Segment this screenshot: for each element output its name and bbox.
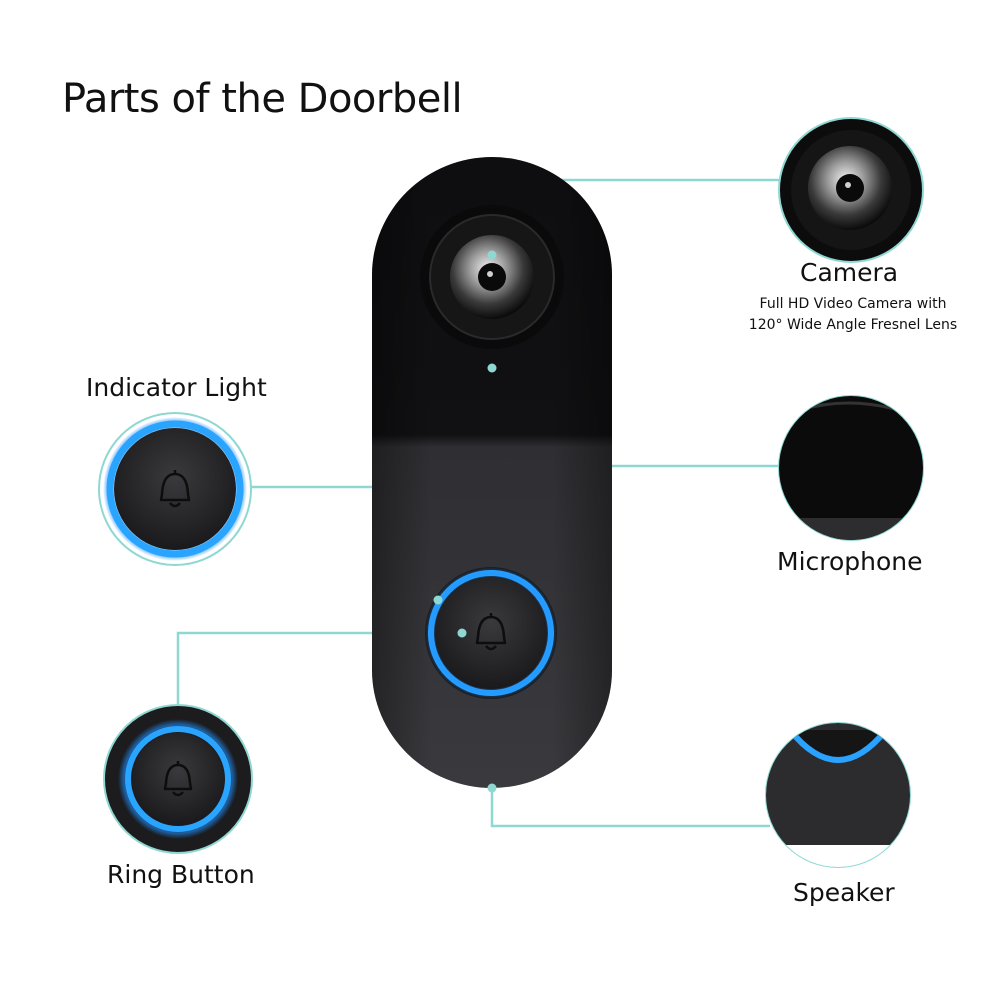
bell-icon (163, 761, 193, 797)
camera-label: Camera (800, 258, 899, 287)
camera-description-line-1: Full HD Video Camera with (759, 296, 947, 312)
ring-button-graphic (425, 567, 557, 699)
camera-lens-icon (420, 205, 564, 349)
camera-description-line-2: 120° Wide Angle Fresnel Lens (748, 317, 958, 333)
bell-icon (475, 613, 507, 651)
indicator-light-closeup (98, 412, 252, 566)
microphone-closeup-icon (778, 395, 924, 541)
indicator-light-label: Indicator Light (86, 373, 267, 402)
ring-button-closeup (103, 704, 253, 854)
camera-description: Full HD Video Camera with 120° Wide Angl… (723, 294, 983, 336)
microphone-label: Microphone (777, 547, 923, 576)
page-title: Parts of the Doorbell (62, 76, 463, 122)
speaker-closeup-icon (765, 722, 911, 868)
ring-button-leader-line (176, 631, 462, 706)
anchor-dots (433, 250, 497, 793)
speaker-leader-line (490, 788, 770, 828)
bell-icon (159, 470, 191, 508)
speaker-label: Speaker (793, 878, 895, 907)
doorbell-body (372, 157, 612, 788)
camera-closeup (778, 117, 924, 263)
ring-button-label: Ring Button (107, 860, 255, 889)
